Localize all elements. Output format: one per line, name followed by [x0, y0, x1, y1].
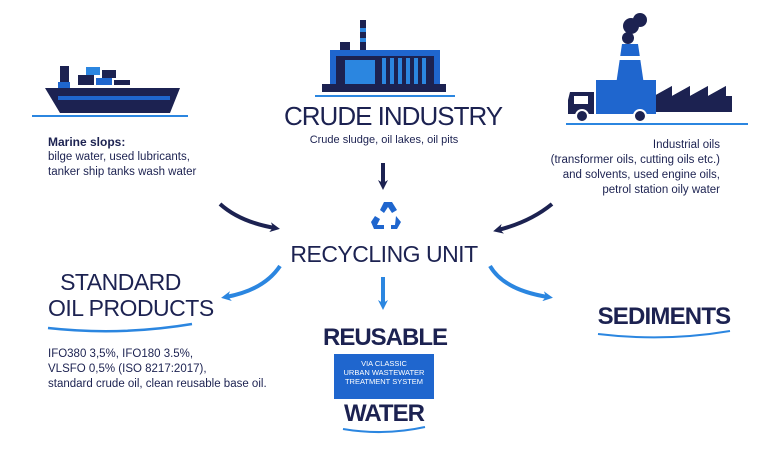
- water-underline: [342, 426, 426, 434]
- standard-underline: [47, 322, 193, 333]
- factory-icon: [315, 20, 455, 97]
- marine-line: tanker ship tanks wash water: [48, 166, 197, 178]
- recycle-icon: [371, 202, 401, 229]
- arrow-recycling-to-sediments: [488, 264, 553, 302]
- crude-industry-title: CRUDE INDUSTRY: [284, 101, 503, 131]
- marine-line: bilge water, used lubricants,: [48, 151, 190, 163]
- standard-oil-products-description: IFO380 3,5%, IFO180 3.5%, VLSFO 0,5% (IS…: [48, 347, 278, 392]
- crude-industry-subtitle: Crude sludge, oil lakes, oil pits: [309, 134, 459, 146]
- water-title: WATER: [344, 400, 425, 427]
- treatment-system-box: VIA CLASSIC URBAN WASTEWATER TREATMENT S…: [334, 354, 434, 399]
- via-line: VIA CLASSIC: [361, 359, 407, 368]
- arrow-recycling-to-standard: [221, 264, 282, 302]
- sediments-underline: [597, 330, 731, 339]
- standard-line: standard crude oil, clean reusable base …: [48, 378, 267, 390]
- standard-oil-products-title: STANDARD OIL PRODUCTS: [48, 269, 214, 321]
- standard-line: VLSFO 0,5% (ISO 8217:2017),: [48, 363, 207, 375]
- standard-line: IFO380 3,5%, IFO180 3.5%,: [48, 348, 194, 360]
- via-line: TREATMENT SYSTEM: [344, 377, 424, 386]
- truck-icon: [566, 80, 748, 125]
- industrial-line: petrol station oily water: [602, 184, 720, 196]
- reusable-title: REUSABLE: [323, 324, 448, 351]
- industrial-oils-description: Industrial oils (transformer oils, cutti…: [490, 138, 720, 198]
- smokestack-icon: [612, 13, 732, 112]
- sediments-title: SEDIMENTS: [597, 303, 732, 330]
- industrial-line: and solvents, used engine oils,: [562, 169, 720, 181]
- arrow-industrial-to-recycling: [493, 202, 554, 234]
- industrial-line: (transformer oils, cutting oils etc.): [550, 154, 720, 166]
- marine-slops-title: Marine slops:: [48, 135, 126, 149]
- standard-title-line: STANDARD: [60, 269, 181, 295]
- recycling-unit-title: RECYCLING UNIT: [290, 241, 478, 267]
- arrow-marine-to-recycling: [218, 202, 280, 233]
- via-line: URBAN WASTEWATER: [343, 368, 425, 377]
- cargo-ship-icon: [32, 66, 188, 117]
- standard-title-line: OIL PRODUCTS: [48, 295, 214, 321]
- marine-slops-description: bilge water, used lubricants, tanker shi…: [48, 150, 238, 180]
- industrial-line: Industrial oils: [652, 139, 720, 151]
